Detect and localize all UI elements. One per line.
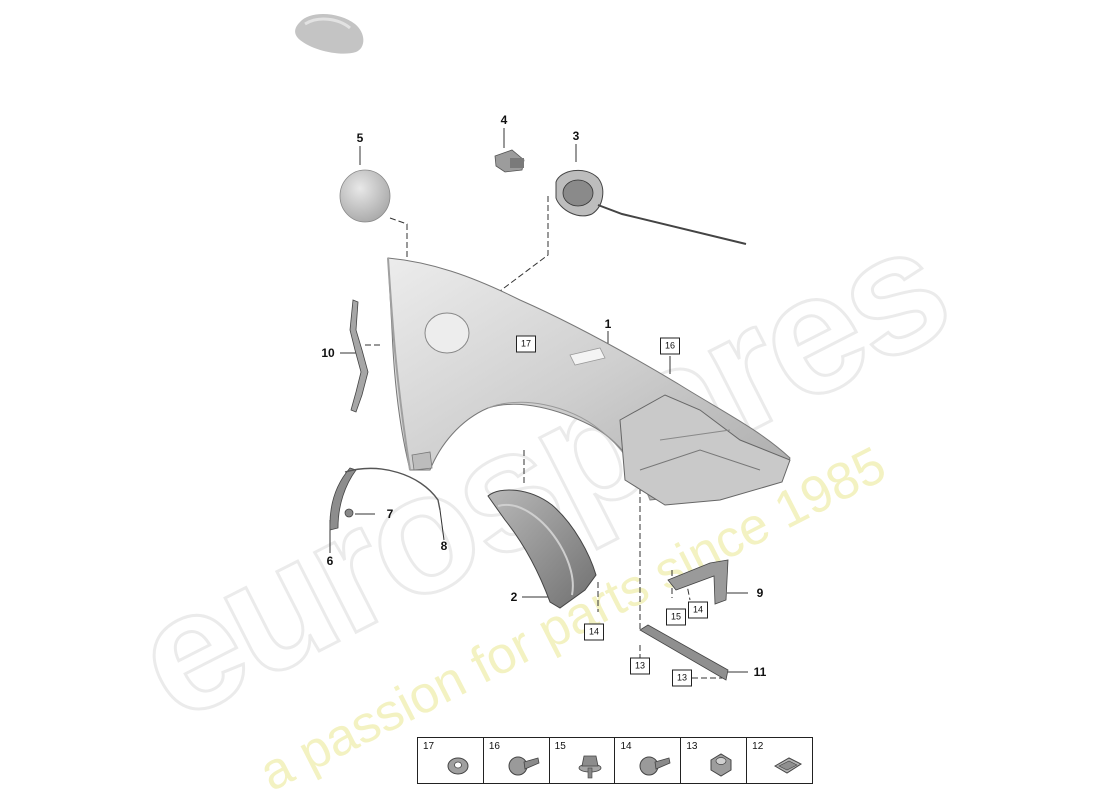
hex-screw-with-washer-icon xyxy=(578,755,602,779)
fastener-legend: 17 16 15 14 xyxy=(417,737,813,784)
ref-box-14: 14 xyxy=(584,623,604,641)
callout-7: 7 xyxy=(386,507,394,521)
pan-head-screw-icon xyxy=(508,756,540,776)
hex-nut-icon xyxy=(710,753,732,777)
legend-number: 15 xyxy=(554,741,566,752)
callout-9: 9 xyxy=(756,586,764,600)
legend-cell: 14 xyxy=(615,738,682,783)
callout-11: 11 xyxy=(753,665,767,679)
callout-3: 3 xyxy=(572,129,580,143)
washer-icon xyxy=(447,757,469,775)
pan-head-screw-icon xyxy=(639,756,671,776)
ref-box-13: 13 xyxy=(672,669,692,687)
callout-8: 8 xyxy=(440,539,448,553)
legend-number: 12 xyxy=(752,741,764,752)
fuel-flap-cap-part xyxy=(339,169,391,223)
ref-box-15: 15 xyxy=(666,608,686,626)
legend-number: 13 xyxy=(686,741,698,752)
callout-2: 2 xyxy=(510,590,518,604)
wheel-housing-liner-part xyxy=(487,489,597,609)
callout-10: 10 xyxy=(321,346,335,360)
legend-cell: 13 xyxy=(681,738,748,783)
car-thumbnail-icon xyxy=(295,13,364,54)
callout-4: 4 xyxy=(500,113,508,127)
callout-1: 1 xyxy=(604,317,612,331)
fender-bracket-strip-part xyxy=(349,299,369,413)
callout-6: 6 xyxy=(326,554,334,568)
ref-box-14: 14 xyxy=(688,601,708,619)
legend-number: 14 xyxy=(620,741,632,752)
legend-number: 16 xyxy=(488,741,500,752)
callout-lines xyxy=(329,128,748,673)
legend-cell: 15 xyxy=(550,738,616,783)
fuel-filler-housing-part xyxy=(555,169,747,245)
ref-box-13: 13 xyxy=(630,657,650,675)
strut-part xyxy=(639,624,729,681)
ref-box-16: 16 xyxy=(660,337,680,355)
legend-cell: 16 xyxy=(484,738,550,783)
legend-number: 17 xyxy=(423,741,435,752)
clip-part xyxy=(344,508,354,518)
legend-cell: 17 xyxy=(418,738,484,783)
legend-cell: 12 xyxy=(747,738,812,783)
callout-5: 5 xyxy=(356,131,364,145)
wheel-arch-liner-segment-part xyxy=(329,467,357,531)
fuel-flap-actuator-part xyxy=(494,149,525,173)
seal-strip-part xyxy=(344,467,441,511)
clip-nut-icon xyxy=(774,757,803,774)
support-bracket-part xyxy=(667,559,729,605)
ref-box-17: 17 xyxy=(516,335,536,353)
front-fender-part xyxy=(387,257,791,506)
